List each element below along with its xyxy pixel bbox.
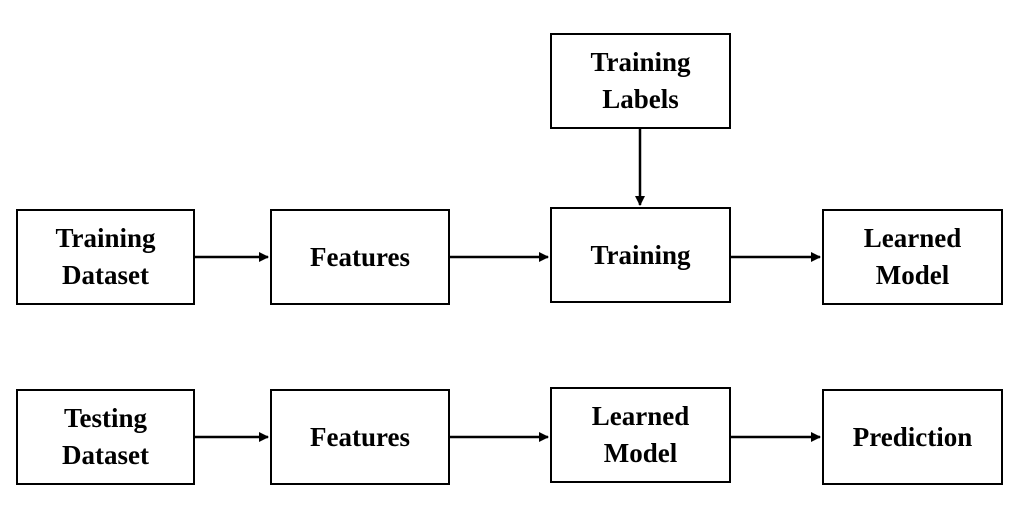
training-labels-label: Training Labels: [590, 47, 691, 114]
prediction-box: Prediction: [822, 389, 1003, 485]
learned-model-test-box: Learned Model: [550, 387, 731, 483]
learned-model-test-label: Learned Model: [591, 401, 690, 468]
learned-model-train-label: Learned Model: [863, 223, 962, 290]
training-label: Training: [590, 239, 691, 270]
training-dataset-box: Training Dataset: [16, 209, 195, 305]
features-train-box: Features: [270, 209, 450, 305]
prediction-label: Prediction: [852, 421, 973, 452]
testing-dataset-label: Testing Dataset: [62, 403, 149, 470]
features-test-label: Features: [310, 421, 410, 452]
training-box: Training: [550, 207, 731, 303]
training-dataset-label: Training Dataset: [55, 223, 156, 290]
training-labels-box: Training Labels: [550, 33, 731, 129]
features-train-label: Features: [310, 241, 410, 272]
features-test-box: Features: [270, 389, 450, 485]
learned-model-train-box: Learned Model: [822, 209, 1003, 305]
testing-dataset-box: Testing Dataset: [16, 389, 195, 485]
